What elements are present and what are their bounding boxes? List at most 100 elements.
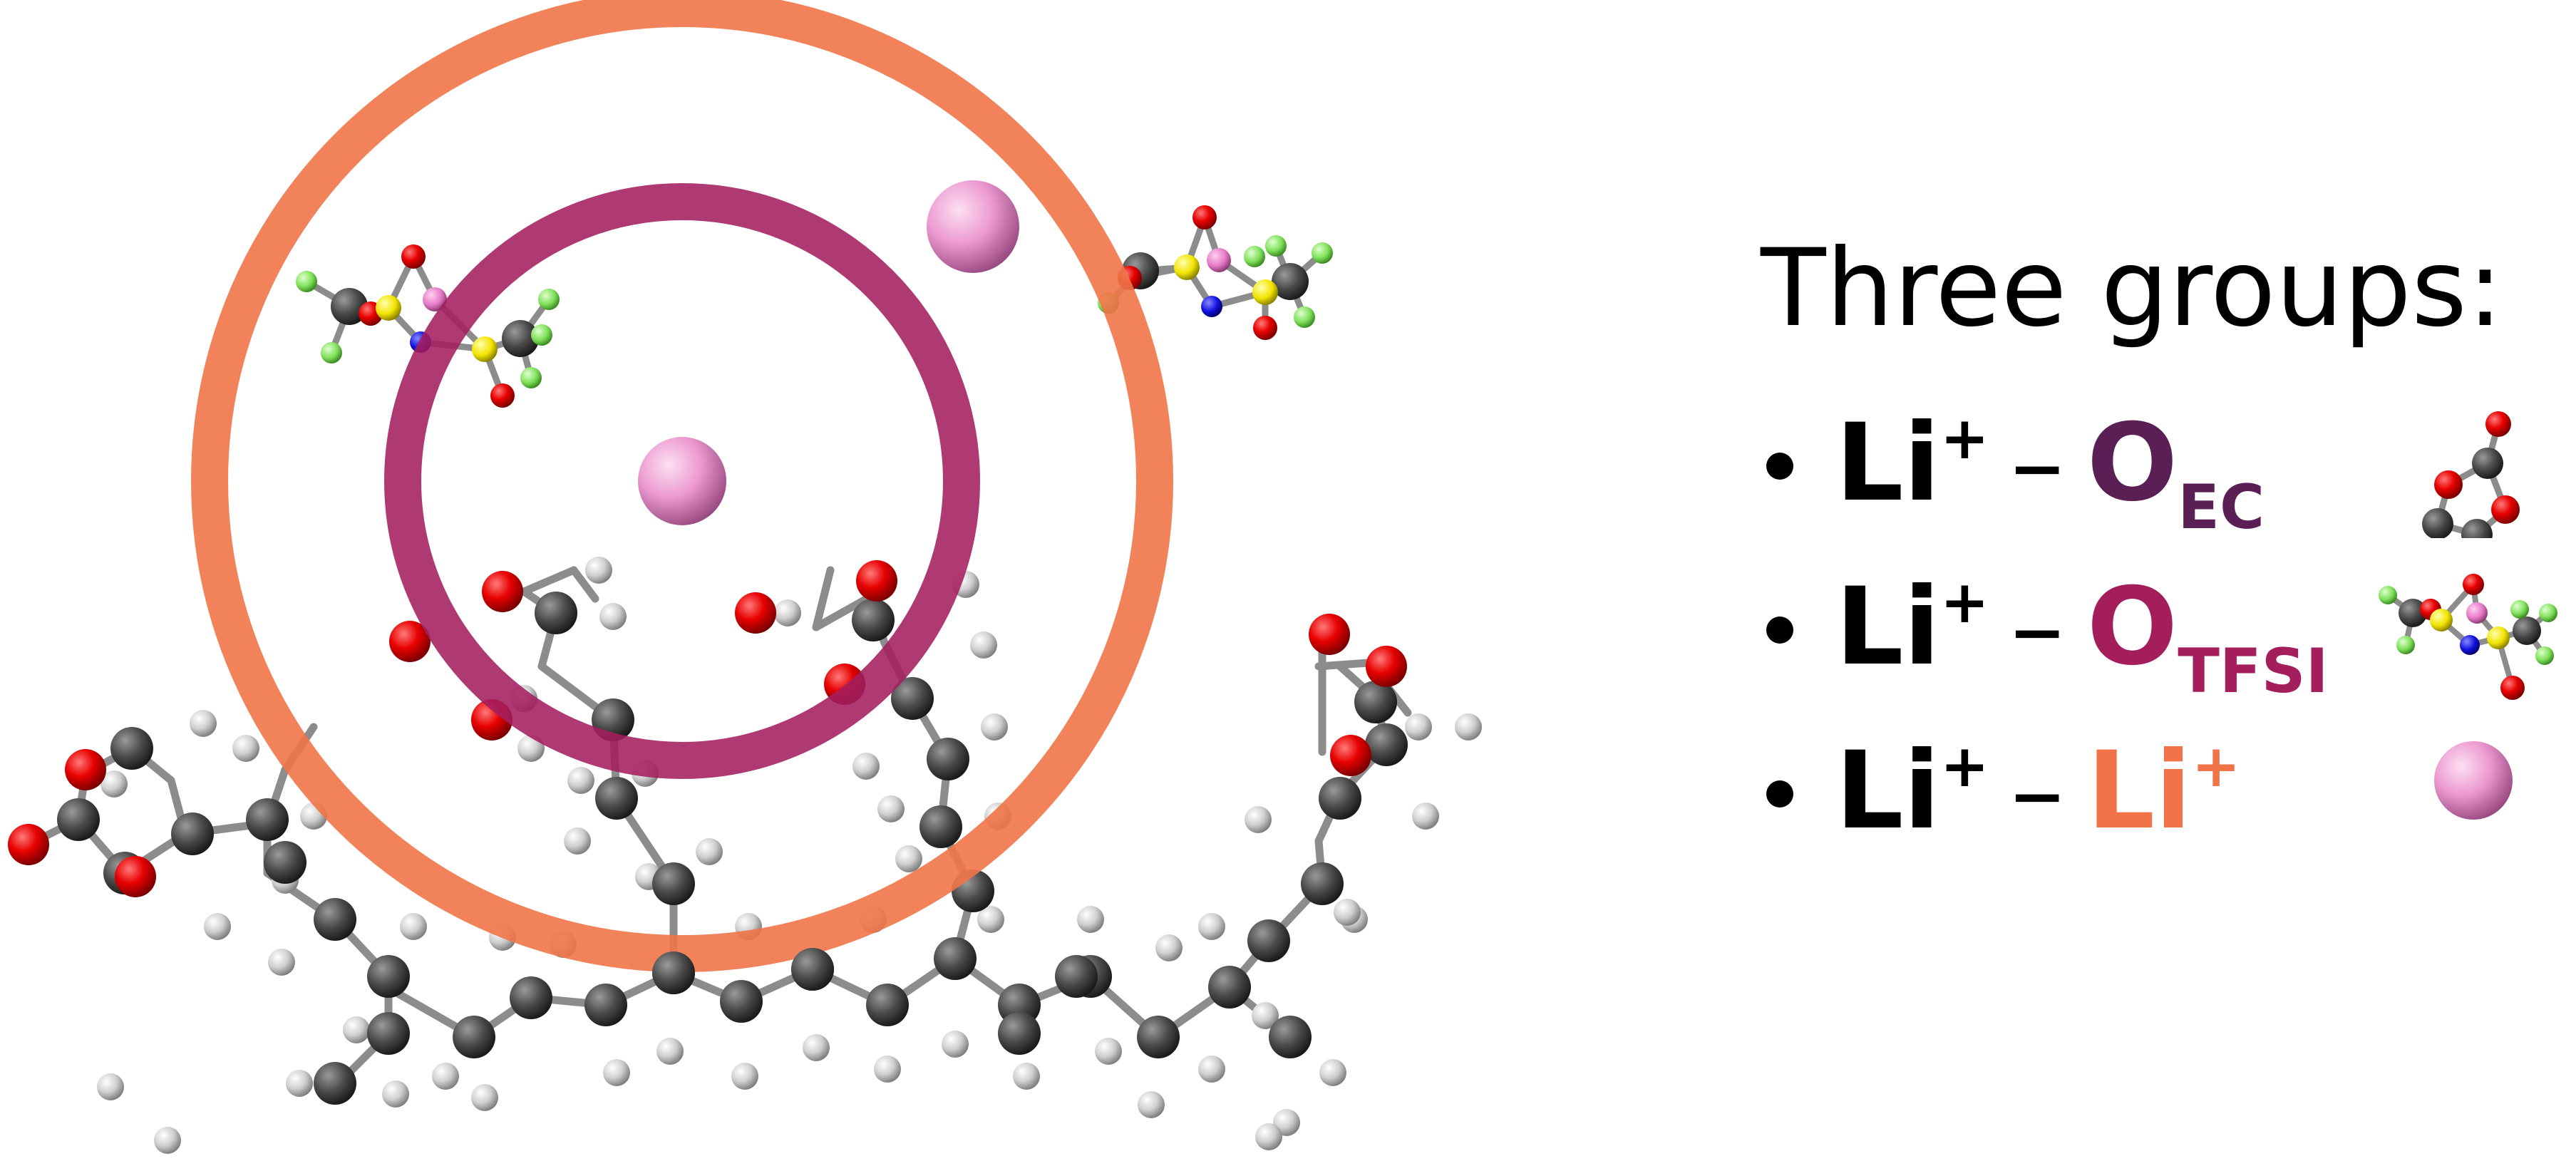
carbon-atom (367, 955, 410, 998)
hydrogen-atom (1245, 806, 1272, 833)
oxygen-atom (2500, 676, 2525, 700)
carbon-atom (1269, 1016, 1312, 1058)
hydrogen-atom (585, 557, 612, 584)
oxygen-atom (1309, 614, 1350, 655)
carbon-atom (1208, 966, 1251, 1008)
carbon-atom (2472, 448, 2503, 479)
fluorine-atom (520, 367, 542, 388)
oxygen-atom (115, 856, 156, 897)
bond (1314, 659, 1373, 671)
legend-row-li-li: Li+–Li+ (1761, 738, 2559, 902)
hydrogen-atom (656, 1038, 684, 1065)
li-otfsi-shell-ring (384, 183, 980, 779)
li-charge: + (1940, 733, 1989, 800)
hydrogen-atom (1405, 713, 1432, 741)
hydrogen-atom (286, 1070, 313, 1097)
nitrogen-atom (1201, 296, 1222, 317)
oxygen-atom (1330, 735, 1371, 776)
hydrogen-atom (190, 710, 217, 737)
carbon-atom (535, 592, 577, 634)
carbon-atom (584, 984, 627, 1026)
hydrogen-atom (1252, 1002, 1279, 1029)
fluorine-atom (296, 271, 317, 292)
hydrogen-atom (101, 770, 128, 798)
li-label: Li (1835, 729, 1940, 853)
fluorine-atom (1294, 306, 1315, 328)
hydrogen-atom (852, 753, 880, 780)
carbon-atom (1137, 1016, 1180, 1058)
hydrogen-atom (232, 735, 259, 762)
carbon-atom (367, 1012, 410, 1055)
legend-row-li-oec: Li+–OEC (1761, 410, 2559, 574)
fluorine-atom (538, 289, 560, 310)
otfsi-label: O (2086, 565, 2178, 689)
hydrogen-atom (977, 906, 1004, 933)
carbon-atom (595, 777, 638, 820)
hydrogen-atom (1077, 906, 1104, 933)
hydrogen-atom (1319, 1059, 1346, 1086)
fluorine-atom (2379, 586, 2397, 604)
legend-row-text: Li+–OTFSI (1835, 574, 2329, 703)
hydrogen-atom (1198, 913, 1225, 940)
hydrogen-atom (981, 713, 1008, 741)
hydrogen-atom (97, 1073, 124, 1100)
carbon-atom (919, 805, 962, 848)
oxygen-atom (482, 571, 523, 612)
carbon-atom (110, 727, 153, 770)
hydrogen-atom (154, 1127, 181, 1154)
carbon-atom (171, 812, 214, 855)
legend: Three groups: Li+–OEC Li+–OTFSI Li+–Li+ (1761, 235, 2559, 902)
fluorine-atom (1265, 235, 1287, 257)
oxygen-atom (2485, 411, 2511, 437)
fluorine-atom (2396, 636, 2415, 654)
li-charge: + (1940, 569, 1989, 636)
carbon-atom (57, 798, 100, 841)
fluorine-atom (2535, 646, 2554, 665)
carbon-atom (998, 1012, 1041, 1055)
otfsi-subscript: TFSI (2178, 636, 2329, 707)
lithium-atom (1207, 248, 1231, 272)
dash: – (2010, 729, 2064, 853)
hydrogen-atom (603, 1059, 630, 1086)
fluorine-atom (321, 342, 342, 363)
hydrogen-atom (567, 767, 594, 794)
oxygen-atom (856, 560, 897, 602)
hydrogen-atom (874, 1056, 901, 1083)
oxygen-atom (2491, 495, 2520, 524)
oxygen-atom (2434, 470, 2463, 499)
hydrogen-atom (204, 913, 231, 940)
oxygen-atom (1192, 205, 1217, 229)
li-target-label: Li (2086, 729, 2192, 853)
bond (520, 566, 578, 596)
fluorine-atom (2539, 604, 2557, 622)
hydrogen-atom (1255, 1123, 1282, 1150)
carbon-atom (1365, 723, 1408, 766)
oxygen-atom (389, 621, 431, 662)
lithium-atom (423, 287, 447, 311)
carbon-atom (720, 980, 763, 1023)
sulfur-atom (2487, 626, 2510, 649)
carbon-atom (852, 599, 895, 641)
bullet-icon (1766, 616, 1793, 644)
carbon-atom (2399, 599, 2427, 627)
oxygen-atom (2463, 574, 2484, 595)
carbon-atom (1055, 955, 1098, 998)
hydrogen-atom (774, 599, 801, 626)
carbon-atom (502, 320, 539, 357)
hydrogen-atom (382, 1080, 409, 1108)
hydrogen-atom (877, 795, 905, 822)
carbon-atom (652, 951, 695, 994)
sulfur-atom (376, 295, 401, 321)
carbon-atom (331, 288, 368, 325)
legend-row-text: Li+–OEC (1835, 410, 2265, 539)
hydrogen-atom (1455, 713, 1482, 741)
li-label: Li (1835, 565, 1940, 689)
hydrogen-atom (432, 1063, 459, 1090)
hydrogen-atom (1095, 1038, 1122, 1065)
ec-molecule-icon (2422, 411, 2520, 538)
carbon-atom (314, 1062, 356, 1105)
carbon-atom (453, 1016, 495, 1058)
hydrogen-atom (696, 838, 723, 865)
